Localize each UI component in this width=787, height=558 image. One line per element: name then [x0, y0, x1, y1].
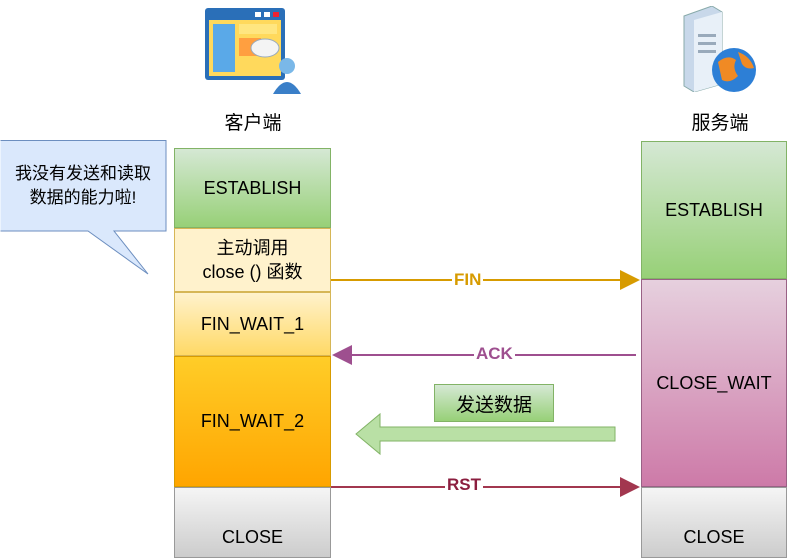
callout-text-line2: 数据的能力啦!	[29, 188, 137, 207]
client-label: 客户端	[224, 113, 282, 134]
client-state-fin-wait-1-label: FIN_WAIT_1	[200, 313, 305, 334]
server-state-establish: ESTABLISH	[641, 141, 787, 279]
server-label: 服务端	[691, 113, 749, 134]
ack-label: ACK	[474, 344, 515, 364]
callout-text-line1: 我没有发送和读取	[15, 164, 151, 183]
rst-label: RST	[445, 475, 483, 495]
client-monitor-user-icon	[203, 8, 303, 94]
server-state-close-wait: CLOSE_WAIT	[641, 279, 787, 487]
fin-label: FIN	[452, 270, 484, 290]
client-state-fin-wait-2-label: FIN_WAIT_2	[200, 411, 305, 431]
client-state-close: CLOSE	[174, 487, 331, 558]
client-call-close-line2: close () 函数	[202, 262, 303, 282]
client-call-close-box: 主动调用 close () 函数	[174, 228, 331, 292]
client-state-establish: ESTABLISH	[174, 148, 331, 228]
send-data-arrow	[355, 412, 616, 456]
server-state-establish-label: ESTABLISH	[665, 199, 763, 220]
server-state-close-label: CLOSE	[683, 527, 745, 547]
client-call-close-line1: 主动调用	[216, 238, 289, 258]
send-data-label: 发送数据	[455, 394, 532, 416]
callout-bubble	[0, 140, 170, 276]
send-data-box: 发送数据	[434, 384, 554, 422]
client-state-close-label: CLOSE	[221, 527, 284, 547]
client-state-fin-wait-2: FIN_WAIT_2	[174, 356, 331, 487]
server-state-close-wait-label: CLOSE_WAIT	[656, 372, 772, 393]
client-state-fin-wait-1: FIN_WAIT_1	[174, 292, 331, 356]
client-state-establish-label: ESTABLISH	[203, 177, 302, 198]
server-globe-icon	[678, 5, 762, 93]
